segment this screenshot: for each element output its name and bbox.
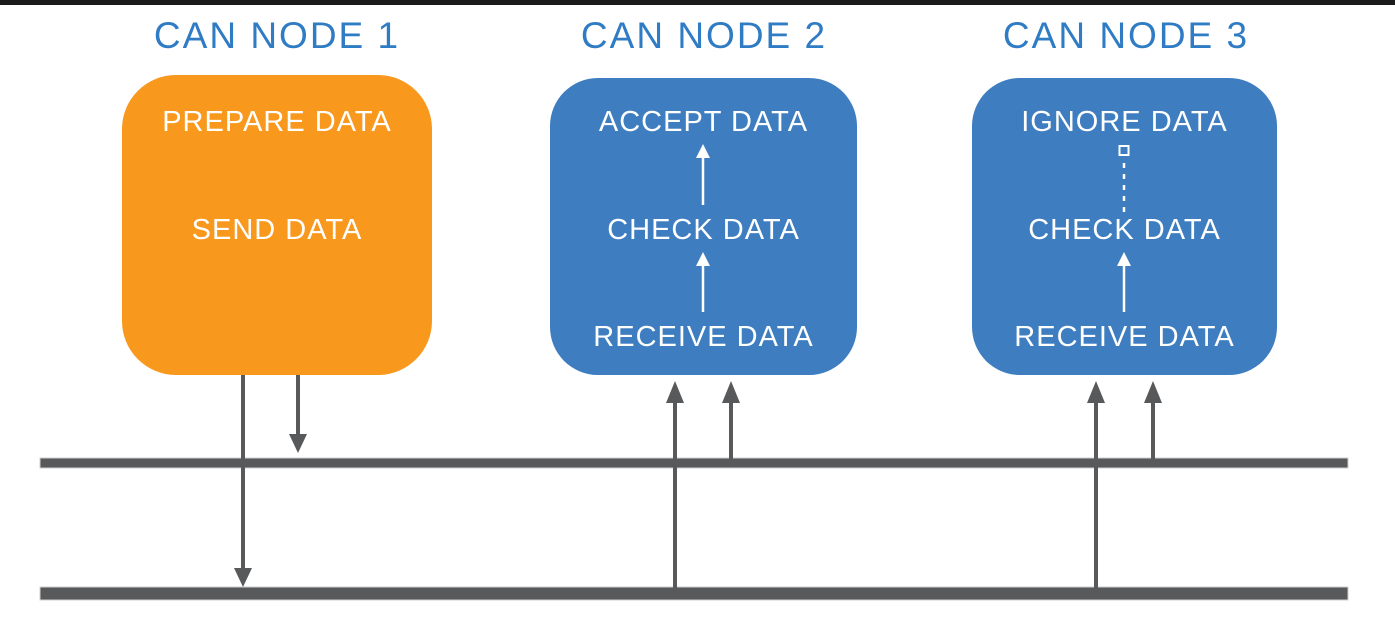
top-border-bar	[0, 0, 1395, 5]
node2-step-receive-data: RECEIVE DATA	[593, 321, 814, 353]
node1-step-prepare-data: PREPARE DATA	[162, 106, 392, 138]
node2-box: ACCEPT DATA CHECK DATA RECEIVE DATA	[550, 78, 857, 375]
node3-step-receive-data: RECEIVE DATA	[1014, 321, 1235, 353]
bus-line-lower	[39, 586, 1349, 601]
node2-up-arrow-long	[666, 381, 684, 595]
node1-box: PREPARE DATA SEND DATA	[122, 75, 432, 375]
node1-step-send-data: SEND DATA	[191, 214, 363, 246]
bus-line-upper	[39, 457, 1349, 469]
node3-up-arrow-short	[1144, 381, 1162, 459]
node3-up-arrow-long	[1087, 381, 1105, 595]
node3-step-ignore-data: IGNORE DATA	[1021, 106, 1228, 138]
node2-title: CAN NODE 2	[580, 15, 828, 56]
node1-down-arrow-short	[289, 375, 307, 453]
node3-title: CAN NODE 3	[1002, 15, 1250, 56]
node2-up-arrow-short	[722, 381, 740, 459]
node1-down-arrow-long	[234, 375, 252, 587]
node2-step-accept-data: ACCEPT DATA	[598, 106, 809, 138]
node3-box: IGNORE DATA CHECK DATA RECEIVE DATA	[972, 78, 1277, 375]
node2-step-check-data: CHECK DATA	[607, 214, 800, 246]
node1-title: CAN NODE 1	[153, 15, 401, 56]
node3-step-check-data: CHECK DATA	[1028, 214, 1221, 246]
